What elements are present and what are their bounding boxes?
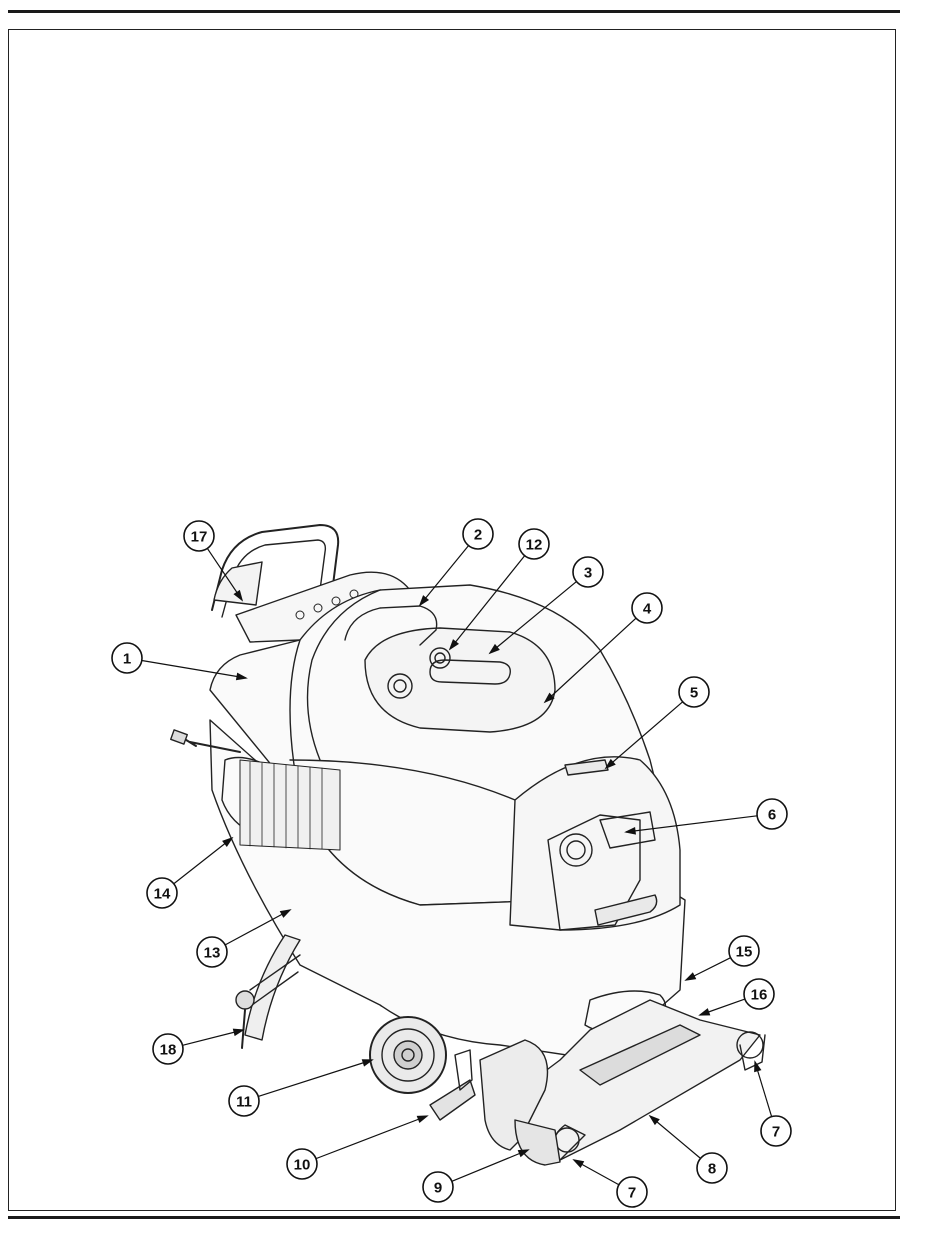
callout-label-c17: 17: [191, 529, 208, 546]
callout-label-c14: 14: [154, 886, 171, 903]
leader-arrow-c18: [234, 1029, 243, 1035]
callout-label-c8: 8: [708, 1161, 716, 1178]
callout-label-c9: 9: [434, 1180, 442, 1197]
floor-scrubber-illustration: [171, 525, 765, 1165]
leader-line-c14: [174, 838, 232, 884]
pedal: [430, 1080, 475, 1120]
callout-label-c3: 3: [584, 565, 592, 582]
callout-label-c6: 6: [768, 807, 776, 824]
leader-arrow-c14: [223, 838, 232, 846]
leader-arrow-c16: [700, 1009, 709, 1015]
solution-hose-coil: [240, 760, 340, 850]
callout-label-c5: 5: [690, 685, 698, 702]
callout-label-c18: 18: [160, 1042, 177, 1059]
callout-label-c12: 12: [526, 537, 543, 554]
callout-label-c13: 13: [204, 945, 221, 962]
callout-label-c7b: 7: [628, 1185, 636, 1202]
callout-label-c7a: 7: [772, 1124, 780, 1141]
leader-arrow-c15: [686, 973, 695, 980]
callout-label-c2: 2: [474, 527, 482, 544]
leader-line-c10: [316, 1116, 427, 1159]
leader-arrow-c7b: [574, 1160, 583, 1167]
drive-wheel: [370, 1017, 446, 1093]
callout-label-c11: 11: [236, 1094, 252, 1111]
leader-line-c11: [258, 1060, 372, 1096]
callout-label-c4: 4: [643, 601, 652, 618]
wand-knob: [236, 991, 254, 1009]
callout-label-c15: 15: [736, 944, 753, 961]
callout-label-c16: 16: [751, 987, 768, 1004]
callout-label-c1: 1: [123, 651, 131, 668]
leader-line-c8: [650, 1116, 701, 1158]
leader-line-c9: [452, 1150, 528, 1181]
tank-lid: [365, 628, 555, 732]
callout-label-c10: 10: [294, 1157, 311, 1174]
leader-arrow-c10: [418, 1116, 427, 1122]
